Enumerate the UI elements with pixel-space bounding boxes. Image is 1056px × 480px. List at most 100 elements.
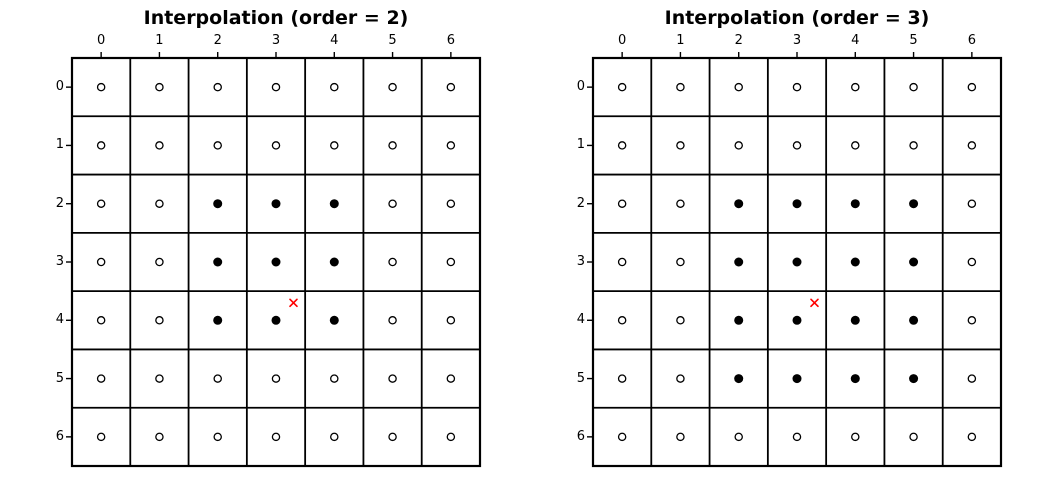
grid-point-filled-marker [734,257,744,267]
grid-point-open-marker [388,432,397,442]
panel-title-order-2: Interpolation (order = 2) [143,7,409,29]
y-tick-label: 6 [55,428,64,444]
grid-point-open-marker [734,432,743,442]
grid-point-open-marker [676,82,685,92]
grid-point-open-marker [676,432,685,442]
grid-point-open-marker [617,432,627,442]
grid-point-open-marker [96,432,106,442]
grid-point-filled-marker [792,315,802,325]
grid-point-open-marker [446,82,456,92]
x-tick-label: 5 [388,33,397,48]
grid-point-filled-marker [271,199,281,209]
y-tick-label: 6 [576,428,585,444]
grid-point-filled-marker [792,257,802,267]
grid-point-filled-marker [909,199,919,209]
grid-point-open-marker [446,316,456,325]
grid-point-open-marker [388,257,397,267]
y-tick-label: 3 [576,254,585,269]
grid-point-open-marker [909,432,918,442]
grid-point-open-marker [617,82,627,92]
x-tick-label: 3 [792,33,802,48]
grid-point-filled-marker [734,199,744,209]
grid-point-open-marker [617,316,627,325]
x-tick-label: 5 [909,33,918,48]
grid-point-filled-marker [734,374,744,384]
grid-point-open-marker [967,374,977,383]
x-tick-label: 6 [446,33,455,48]
grid-point-open-marker [213,432,222,442]
grid-point-open-marker [330,141,339,150]
x-tick-label: 2 [734,33,743,48]
grid-point-open-marker [155,141,164,150]
grid-point-open-marker [271,374,281,383]
axes-order-2 [66,52,482,468]
y-tick-label: 2 [576,195,585,211]
grid-point-open-marker [851,82,860,92]
grid-point-filled-marker [909,315,919,325]
grid-point-open-marker [446,257,456,267]
panel-title-order-3: Interpolation (order = 3) [664,7,930,29]
grid-point-open-marker [96,257,106,267]
grid-point-filled-marker [329,315,339,325]
grid-point-open-marker [330,82,339,92]
grid-point-filled-marker [271,257,281,267]
grid-point-open-marker [851,432,860,442]
grid-point-filled-marker [329,257,339,267]
grid-point-open-marker [851,141,860,150]
grid-point-open-marker [967,82,977,92]
y-tick-label: 4 [576,312,585,328]
grid-point-open-marker [792,82,802,92]
x-tick-label: 6 [967,33,976,48]
y-tick-label: 4 [55,312,64,328]
grid-point-open-marker [330,374,339,383]
grid-point-open-marker [213,82,222,92]
y-tick-label: 0 [55,79,64,95]
grid-point-open-marker [967,199,977,208]
y-tick-label: 1 [55,137,64,153]
grid-point-filled-marker [271,315,281,325]
x-tick-label: 1 [676,33,685,48]
grid-point-filled-marker [850,257,860,267]
grid-point-open-marker [909,82,918,92]
grid-point-open-marker [271,82,281,92]
grid-point-open-marker [155,316,164,325]
grid-point-open-marker [213,141,222,150]
grid-point-open-marker [792,141,802,150]
grid-point-open-marker [967,257,977,267]
grid-point-open-marker [96,199,106,208]
grid-point-open-marker [446,432,456,442]
grid-point-open-marker [792,432,802,442]
grid-point-open-marker [388,199,397,208]
grid-point-filled-marker [792,199,802,209]
y-tick-label: 5 [576,370,585,386]
grid-point-open-marker [617,141,627,150]
grid-point-open-marker [967,432,977,442]
grid-point-filled-marker [734,315,744,325]
grid-point-open-marker [213,374,222,383]
grid-point-open-marker [96,316,106,325]
x-tick-label: 0 [97,33,106,48]
grid-point-open-marker [388,82,397,92]
grid-point-open-marker [271,141,281,150]
grid-point-filled-marker [909,257,919,267]
grid-point-open-marker [676,257,685,267]
grid-point-open-marker [676,199,685,208]
y-tick-label: 2 [55,195,64,211]
grid-point-open-marker [388,374,397,383]
x-tick-label: 4 [851,33,860,48]
grid-point-filled-marker [213,315,223,325]
grid-point-open-marker [155,82,164,92]
x-tick-label: 4 [330,33,339,48]
axes-order-3 [587,52,1003,468]
grid-point-filled-marker [792,374,802,384]
grid-point-open-marker [330,432,339,442]
sample-point-x-marker [810,298,819,308]
grid-point-open-marker [155,374,164,383]
y-tick-label: 0 [576,79,585,95]
grid-point-open-marker [155,432,164,442]
grid-point-open-marker [388,316,397,325]
grid-point-open-marker [155,257,164,267]
grid-point-open-marker [96,82,106,92]
grid-point-open-marker [734,141,743,150]
